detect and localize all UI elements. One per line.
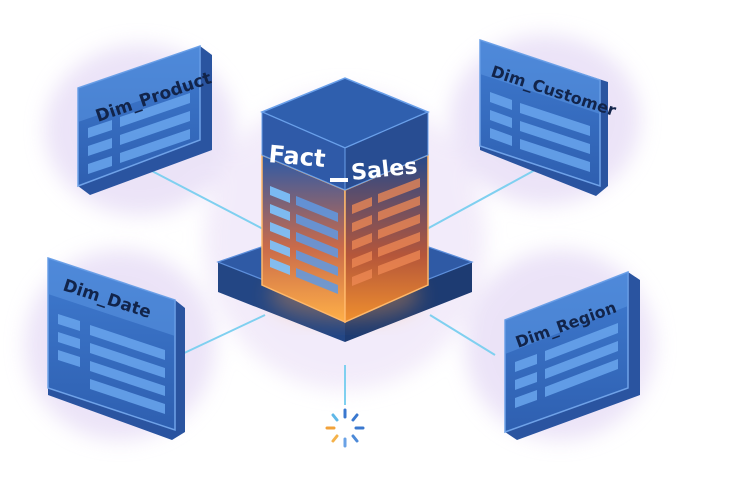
fact-sales-table: Fact Sales [216,77,474,342]
fact-rows-left [270,186,290,275]
spinner-icon [325,408,365,448]
dim-date-table: Dim_Date [47,256,185,440]
connector-lines [149,169,536,405]
dim-customer-table: Dim_Customer [479,38,619,196]
fact-label-part1: Fact [267,140,326,173]
dim-product-table: Dim_Product [77,44,214,195]
dim-region-table: Dim_Region [504,270,640,440]
fact-label-underscore [330,178,348,182]
connector-product [149,169,266,231]
connector-date [179,314,266,356]
connector-customer [424,169,536,231]
connector-region [429,314,496,356]
fact-rows-right [352,178,420,286]
